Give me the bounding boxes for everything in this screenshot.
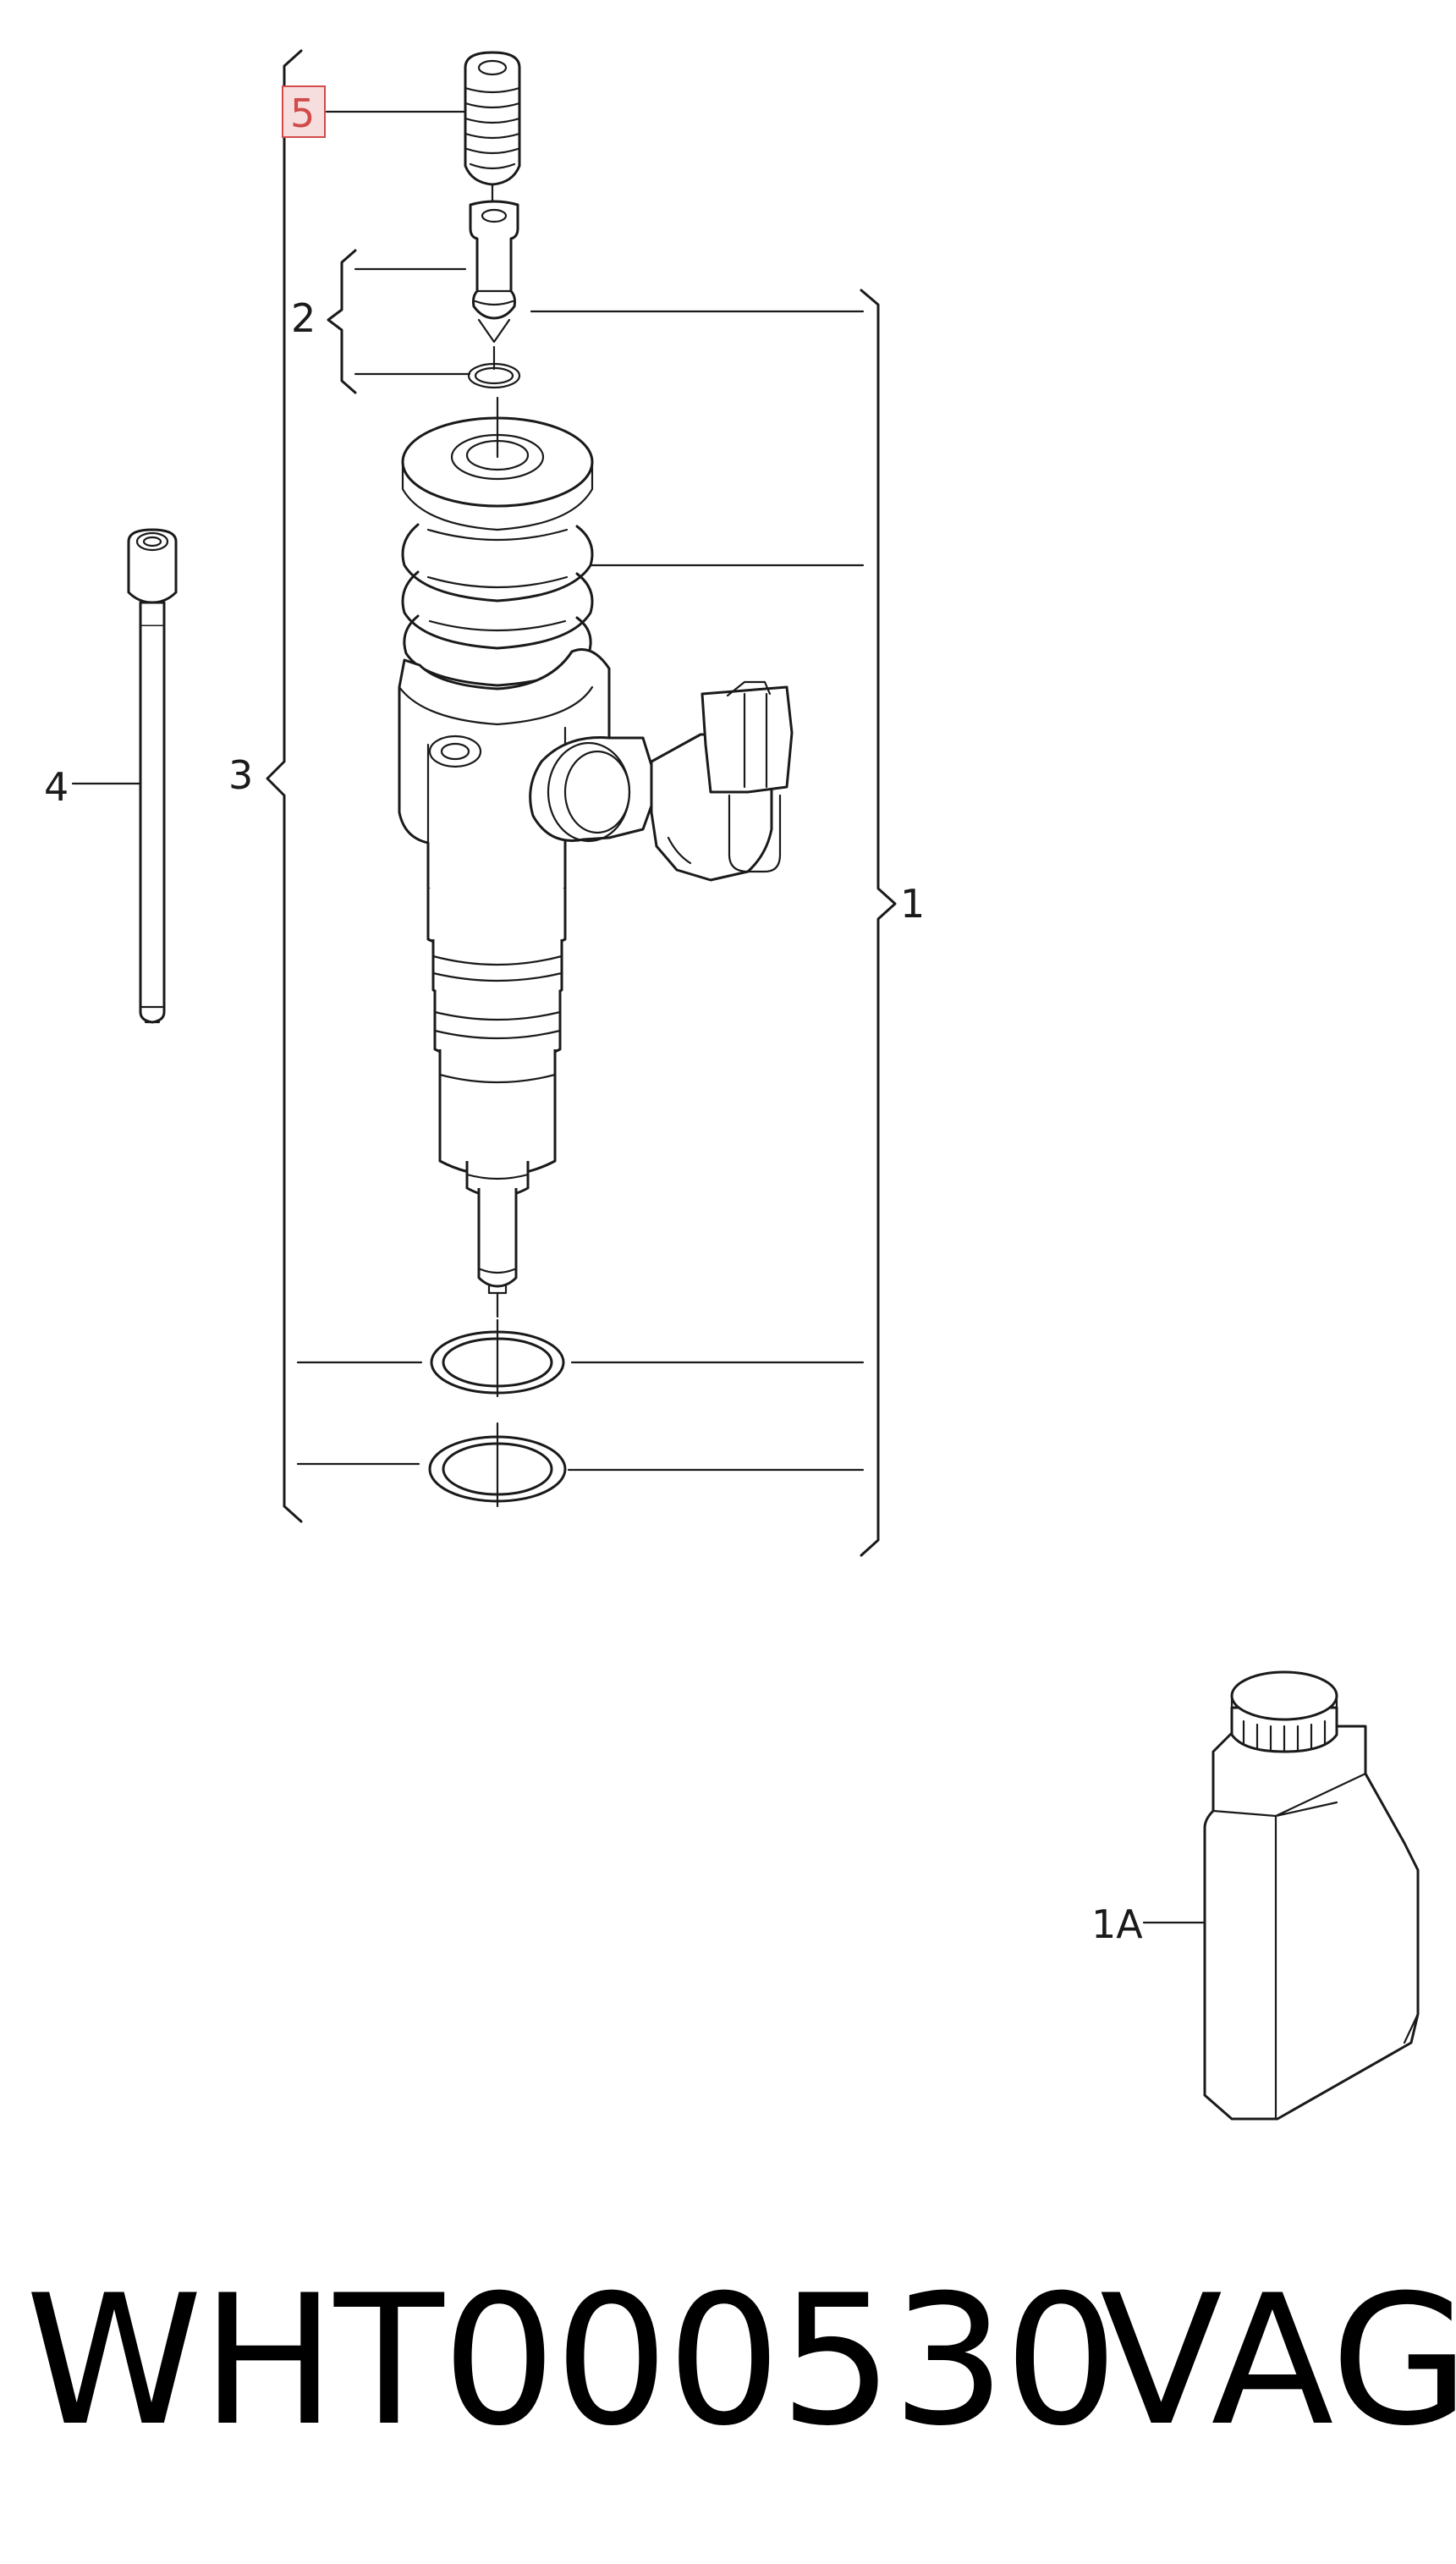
callout-1[interactable]: 1 — [900, 881, 925, 927]
bracket-3 — [266, 49, 303, 1523]
brand-name: VAG — [1100, 2256, 1456, 2465]
bracket-1 — [860, 289, 897, 1557]
callout-3[interactable]: 3 — [228, 752, 253, 798]
bracket-2 — [327, 249, 357, 394]
callout-5-box — [282, 85, 326, 138]
valve-part-2 — [467, 200, 521, 389]
callout-2[interactable]: 2 — [291, 295, 316, 341]
callout-5[interactable]: 5 — [290, 91, 315, 136]
part-number: WHT000530 — [25, 2256, 1118, 2465]
injector-part-1 — [398, 396, 794, 1508]
bolt-part-4 — [127, 528, 178, 1024]
callout-4[interactable]: 4 — [44, 764, 69, 810]
bottle-part-1a — [1203, 1670, 1420, 2121]
callout-1a[interactable]: 1A — [1091, 1901, 1143, 1947]
sleeve-part-5 — [464, 51, 521, 205]
